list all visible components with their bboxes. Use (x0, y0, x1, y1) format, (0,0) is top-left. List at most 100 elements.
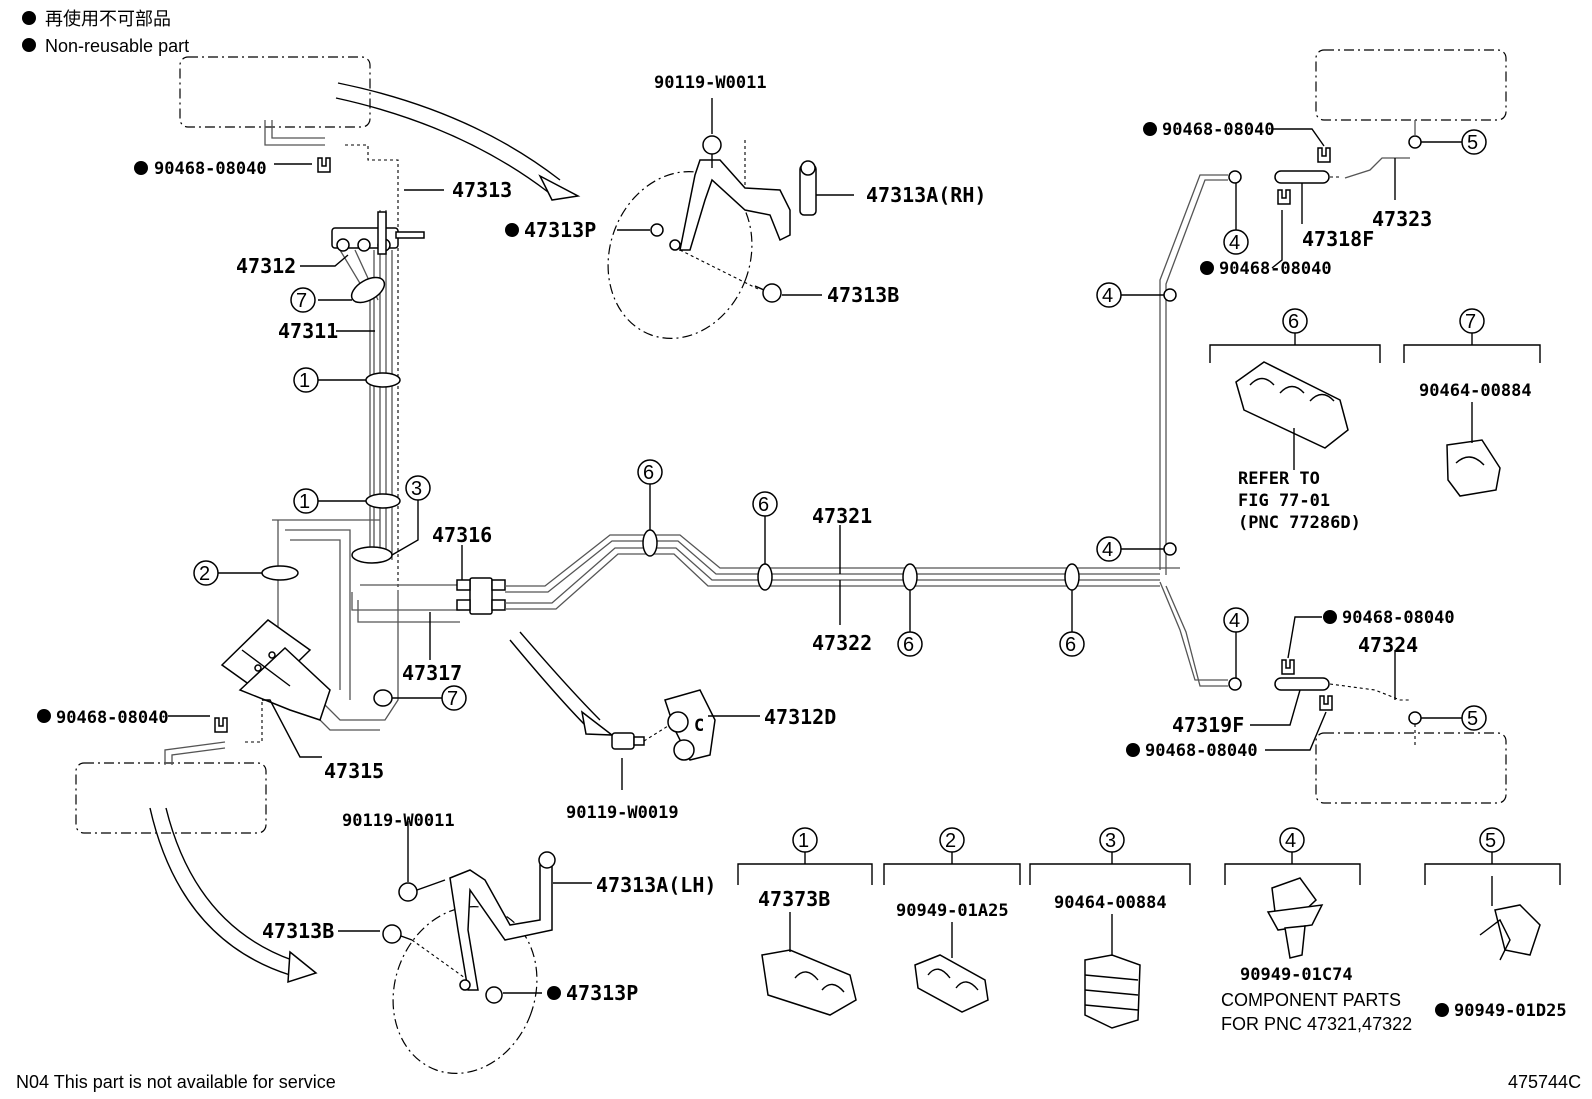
part-label: 47312 (236, 254, 296, 278)
hose-47318F (1274, 170, 1330, 184)
part-label: 90464-00884 (1054, 893, 1167, 913)
part-label: 90949-01A25 (896, 901, 1009, 921)
svg-text:6: 6 (643, 462, 654, 484)
part-label: 47313 (452, 178, 512, 202)
svg-text:4: 4 (1229, 232, 1240, 254)
svg-text:7: 7 (296, 290, 307, 312)
bolt-icon (382, 924, 402, 944)
svg-text:5: 5 (1485, 830, 1496, 852)
clip-icon (1317, 147, 1331, 163)
rh-hose-detail (607, 135, 817, 339)
clip-icon (1277, 189, 1291, 205)
arrow-to-rh-hose (335, 97, 549, 193)
svg-text:2: 2 (199, 563, 210, 585)
clamp-6 (1064, 563, 1080, 591)
part-label: 47313B (827, 283, 899, 307)
refer-note: FIG 77-01 (1238, 491, 1330, 511)
clip-icon (1281, 659, 1295, 675)
arrow-head-icon (580, 710, 615, 736)
ref-box-bottom-left (75, 762, 267, 834)
clip-icon (214, 717, 228, 733)
non-reusable-markers (37, 122, 1449, 1017)
part-label: 47373B (758, 887, 830, 911)
non-reusable-bullet-icon (22, 11, 36, 25)
clamp-90949-01A25-illustration (914, 954, 989, 1013)
component-groups-upper (1209, 333, 1541, 497)
arrow-to-lh-hose (165, 807, 293, 961)
clamp-6 (757, 563, 773, 591)
arrow-to-clamp (509, 639, 589, 729)
figure-id: 475744C (1508, 1072, 1581, 1092)
svg-text:1: 1 (798, 830, 809, 852)
main-brake-lines (505, 170, 1242, 691)
svg-text:5: 5 (1467, 132, 1478, 154)
part-label: 47317 (402, 661, 462, 685)
ref-box-bottom-right (1315, 732, 1507, 804)
union-joint (456, 577, 506, 615)
arrow-to-lh-hose (149, 807, 291, 976)
svg-text:3: 3 (1105, 830, 1116, 852)
svg-text:3: 3 (411, 478, 422, 500)
ref-box-top-right (1315, 49, 1507, 121)
lh-hose-detail (382, 851, 556, 1074)
part-label: 47313B (262, 919, 334, 943)
part-label: 90468-08040 (56, 708, 169, 728)
clamp-90464-00884-illustration (1084, 954, 1141, 1029)
svg-text:C: C (694, 716, 704, 736)
svg-text:7: 7 (1465, 311, 1476, 333)
clip-4 (1228, 170, 1242, 184)
clip-90949-01D25-illustration (1494, 904, 1541, 956)
arrow-to-rh-hose (337, 82, 561, 181)
ref-box-top-left (179, 56, 371, 128)
clamp-6-illustration (1235, 361, 1349, 449)
part-label: 47321 (812, 504, 872, 528)
non-reusable-bullet-icon (1126, 743, 1140, 757)
legend-en: Non-reusable part (45, 36, 189, 56)
clip-4 (1163, 542, 1177, 556)
bolt-icon (762, 283, 782, 303)
hose-47319F (1274, 677, 1330, 691)
legend-jp: 再使用不可部品 (45, 9, 171, 29)
clamp-6 (642, 529, 658, 557)
part-label: 47316 (432, 523, 492, 547)
part-labels: 90119-W0011 47313A(RH) 47313P 47313B 904… (56, 73, 1567, 1034)
valve-body (220, 619, 331, 721)
non-reusable-bullet-icon (37, 709, 51, 723)
reference-boxes (75, 49, 1507, 834)
svg-text:6: 6 (1288, 311, 1299, 333)
arrow-head-icon (287, 950, 318, 984)
svg-text:2: 2 (945, 830, 956, 852)
non-reusable-bullet-icon (1200, 261, 1214, 275)
non-reusable-bullet-icon (1435, 1003, 1449, 1017)
svg-text:6: 6 (1065, 634, 1076, 656)
part-label: 47324 (1358, 633, 1418, 657)
part-label: 90464-00884 (1419, 381, 1532, 401)
svg-text:4: 4 (1229, 610, 1240, 632)
part-label: 90468-08040 (1342, 608, 1455, 628)
refer-note: (PNC 77286D) (1238, 513, 1361, 533)
part-label: 47311 (278, 319, 338, 343)
footer: N04 This part is not available for servi… (16, 1072, 1581, 1092)
svg-text:4: 4 (1102, 285, 1113, 307)
svg-text:5: 5 (1467, 708, 1478, 730)
clip-4 (1228, 677, 1242, 691)
svg-text:6: 6 (758, 494, 769, 516)
part-label: 90468-08040 (154, 159, 267, 179)
part-label: 47313A(LH) (596, 873, 716, 897)
part-label: 90119-W0011 (342, 811, 455, 831)
svg-text:4: 4 (1285, 830, 1296, 852)
part-label: 47315 (324, 759, 384, 783)
arrow-head-icon (538, 174, 581, 201)
non-reusable-bullet-icon (1143, 122, 1157, 136)
component-note: COMPONENT PARTS (1221, 990, 1401, 1010)
clip-icon (317, 157, 331, 173)
three-way-joint (331, 211, 425, 255)
svg-text:6: 6 (903, 634, 914, 656)
bolt-icon (702, 135, 722, 155)
part-label: 90468-08040 (1162, 120, 1275, 140)
non-reusable-bullet-icon (22, 38, 36, 52)
svg-text:1: 1 (299, 491, 310, 513)
clip-4 (1163, 288, 1177, 302)
non-reusable-bullet-icon (505, 223, 519, 237)
